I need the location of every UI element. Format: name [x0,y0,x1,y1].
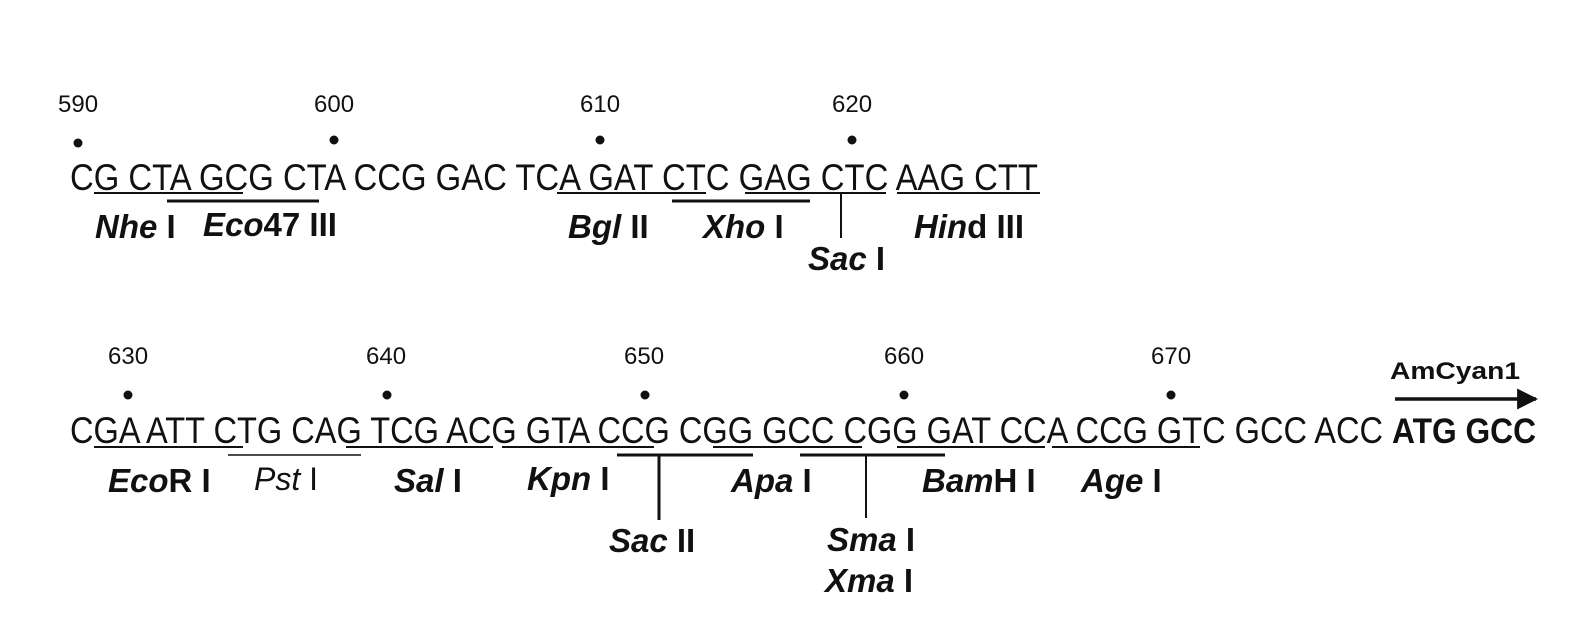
enzyme-label-bgl2: Bgl II [568,208,649,245]
enzyme-label-bamh1: BamH I [922,462,1036,499]
position-label-590: 590 [58,91,98,118]
enzyme-label-apa1: Apa I [730,462,812,499]
amcyan1-start-codons: ATG GCC [1392,412,1536,451]
enzyme-label-sma1: Sma I [827,521,915,558]
position-label-640: 640 [366,343,406,370]
position-dot-590 [73,138,83,148]
enzyme-label-sac2: Sac II [609,522,695,559]
enzyme-label-hind3: Hind III [914,208,1024,245]
dna-sequence-row-1: CG CTA GCG CTA CCG GAC TCA GAT CTC GAG C… [70,157,1038,198]
position-dot-640 [382,390,392,400]
enzyme-label-pst1: Pst I [254,461,318,497]
position-dot-610 [595,135,605,145]
enzyme-label-kpn1: Kpn I [527,460,610,497]
position-dot-660 [899,390,909,400]
position-dot-620 [847,135,857,145]
enzyme-label-sal1: Sal I [394,462,462,499]
position-label-610: 610 [580,91,620,118]
position-label-660: 660 [884,343,924,370]
position-dot-600 [329,135,339,145]
enzyme-label-sac1: Sac I [808,240,885,277]
dna-sequence-row-2: CGA ATT CTG CAG TCG ACG GTA CCG CGG GCC … [70,410,1383,451]
position-label-630: 630 [108,343,148,370]
enzyme-label-xma1: Xma I [823,562,913,599]
enzyme-label-nhe1: Nhe I [95,208,176,245]
enzyme-label-xho1: Xho I [701,208,784,245]
gene-label-amcyan1: AmCyan1 [1390,358,1520,385]
position-dot-670 [1166,390,1176,400]
position-label-600: 600 [314,91,354,118]
position-dot-650 [640,390,650,400]
sequence-row-1: 590 600 610 620 CG CTA GCG CTA CCG GAC T… [58,91,1040,277]
position-label-650: 650 [624,343,664,370]
enzyme-label-ecor1: EcoR I [108,462,211,499]
position-label-620: 620 [832,91,872,118]
position-dot-630 [123,390,133,400]
position-label-670: 670 [1151,343,1191,370]
enzyme-label-eco47iii: Eco47 III [203,206,337,243]
enzyme-label-age1: Age I [1080,462,1162,499]
sequence-row-2: 630 640 650 660 670 AmCyan1 CGA ATT CTG … [70,343,1539,599]
